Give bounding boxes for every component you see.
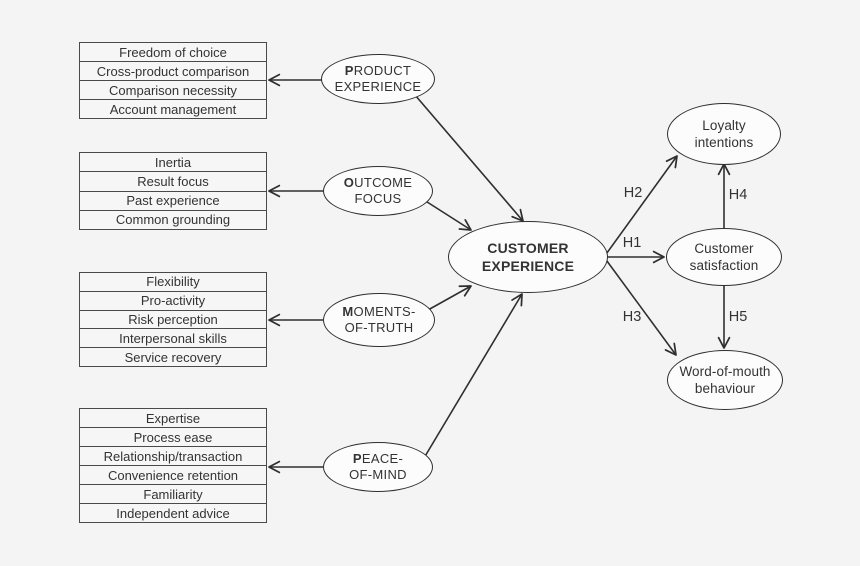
attribute-row: Cross-product comparison	[80, 62, 266, 81]
node-outcome-focus: OUTCOME FOCUS	[323, 166, 433, 216]
node-moments-of-truth: MOMENTS- OF-TRUTH	[323, 293, 435, 347]
attribute-row: Comparison necessity	[80, 81, 266, 100]
attribute-row: Result focus	[80, 172, 266, 192]
node-customer-satisfaction: Customer satisfaction	[666, 228, 782, 286]
node-label-line: OF-TRUTH	[344, 320, 414, 335]
hypothesis-label-h3: H3	[622, 309, 642, 325]
node-label-line: PEACE-	[352, 451, 404, 466]
hypothesis-label-h4: H4	[728, 187, 748, 203]
attribute-row: Service recovery	[124, 349, 222, 365]
attribute-table-product-experience: Freedom of choice Cross-product comparis…	[79, 42, 267, 119]
attribute-row: Risk perception	[80, 311, 266, 330]
node-label-line: PRODUCT	[344, 63, 412, 78]
node-label-line: EXPERIENCE	[481, 258, 575, 274]
node-label-line: MOMENTS-	[342, 304, 416, 319]
arrow-peace-of-mind-to-customer-experience	[423, 293, 523, 459]
attribute-row: Pro-activity	[80, 292, 266, 311]
attribute-table-outcome-focus: Inertia Result focus Past experience Com…	[79, 152, 267, 230]
arrow-h2-customer-experience-to-loyalty	[603, 155, 678, 258]
node-word-of-mouth-behaviour: Word-of-mouth behaviour	[667, 350, 783, 410]
node-label-line: CUSTOMER	[487, 240, 569, 256]
attribute-row: Past experience	[80, 192, 266, 211]
arrow-h3-customer-experience-to-word-of-mouth	[603, 256, 677, 356]
node-label-line: FOCUS	[354, 191, 402, 206]
attribute-row: Relationship/transaction	[80, 447, 266, 466]
node-label-line: OF-MIND	[349, 467, 407, 482]
node-label-line: Customer	[694, 241, 754, 256]
hypothesis-label-h5: H5	[728, 309, 748, 325]
arrow-moments-of-truth-to-customer-experience	[427, 285, 472, 311]
node-label-line: OUTCOME	[343, 175, 413, 190]
attribute-row: Expertise	[80, 409, 266, 428]
node-loyalty-intentions: Loyalty intentions	[667, 103, 781, 165]
attribute-table-peace-of-mind: Expertise Process ease Relationship/tran…	[79, 408, 267, 523]
attribute-row: Inertia	[80, 153, 266, 173]
arrow-product-experience-to-customer-experience	[414, 94, 524, 222]
attribute-row: Process ease	[80, 428, 266, 447]
node-peace-of-mind: PEACE- OF-MIND	[323, 442, 433, 492]
node-label-line: Word-of-mouth	[679, 364, 771, 379]
attribute-table-moments-of-truth: Flexibility Pro-activity Risk perception…	[79, 272, 267, 367]
node-label-line: intentions	[694, 135, 754, 150]
node-label-line: satisfaction	[689, 258, 759, 273]
node-label-line: behaviour	[694, 381, 756, 396]
attribute-row: Familiarity	[80, 485, 266, 504]
attribute-row: Independent advice	[116, 505, 230, 521]
attribute-row: Flexibility	[80, 273, 266, 292]
attribute-row: Freedom of choice	[80, 43, 266, 62]
hypothesis-label-h2: H2	[623, 185, 643, 201]
node-label-line: Loyalty	[702, 118, 746, 133]
node-product-experience: PRODUCT EXPERIENCE	[321, 54, 435, 104]
node-customer-experience: CUSTOMER EXPERIENCE	[448, 221, 608, 293]
hypothesis-label-h1: H1	[622, 235, 642, 251]
attribute-row: Account management	[109, 101, 237, 117]
attribute-row: Interpersonal skills	[80, 329, 266, 349]
attribute-row: Common grounding	[115, 212, 231, 228]
node-label-line: EXPERIENCE	[334, 79, 422, 94]
arrow-outcome-focus-to-customer-experience	[423, 199, 472, 231]
attribute-row: Convenience retention	[80, 466, 266, 485]
